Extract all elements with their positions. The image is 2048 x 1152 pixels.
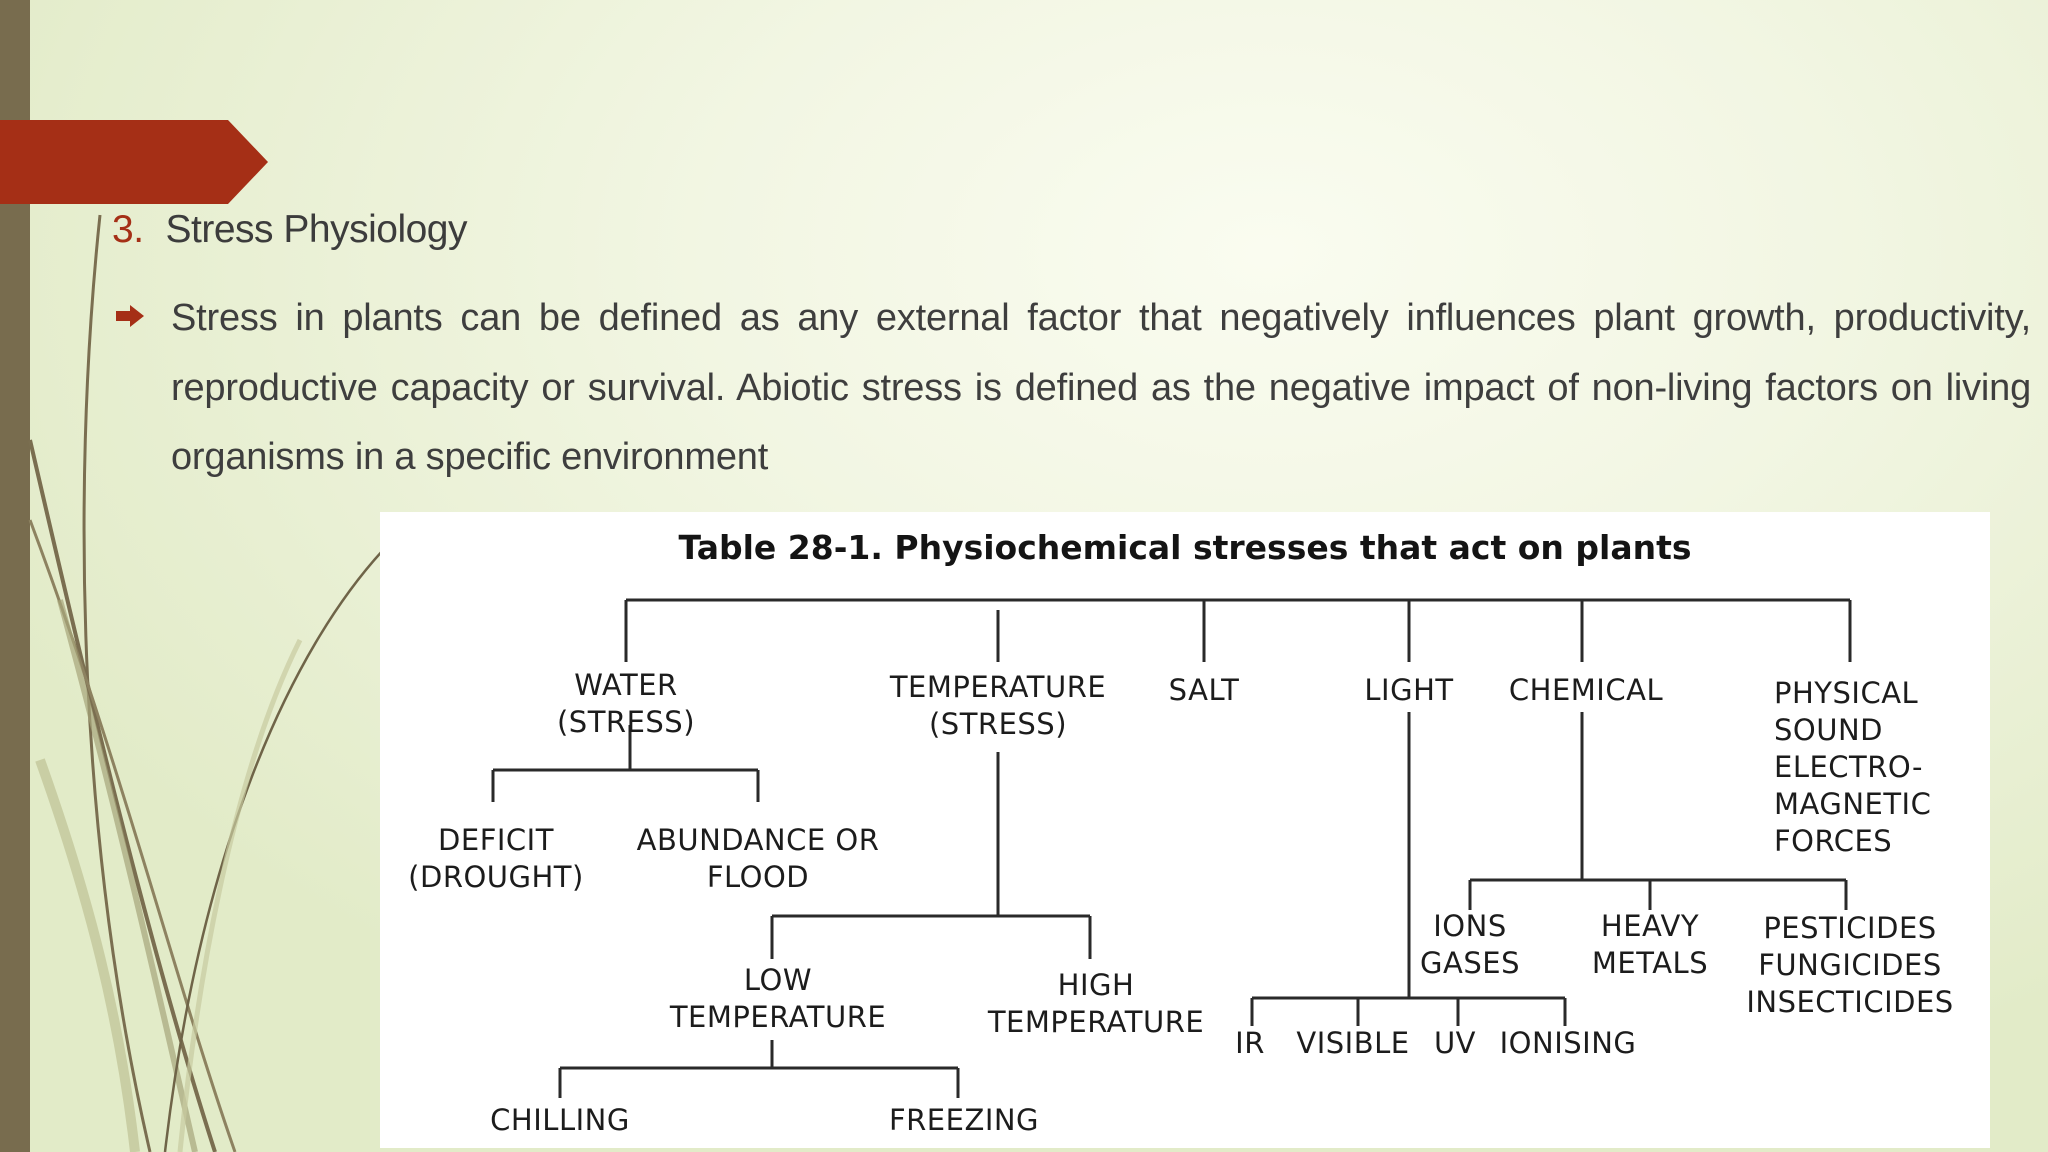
node-high-temperature: HIGH TEMPERATURE xyxy=(987,968,1205,1039)
node-deficit: DEFICIT (DROUGHT) xyxy=(408,823,584,894)
heading-text: Stress Physiology xyxy=(165,208,468,251)
node-heavy-metals: HEAVY METALS xyxy=(1591,909,1709,980)
node-chemical: CHEMICAL xyxy=(1508,673,1664,707)
arrow-bullet-icon xyxy=(116,305,144,327)
decorative-swooshes xyxy=(28,214,386,1152)
tree-connectors xyxy=(491,598,1852,1098)
accent-arrow-shape xyxy=(0,120,268,204)
node-temperature: TEMPERATURE (STRESS) xyxy=(889,670,1107,741)
node-ions-gases: IONS GASES xyxy=(1420,909,1520,980)
heading-number: 3. xyxy=(112,208,144,251)
node-light: LIGHT xyxy=(1364,673,1454,707)
node-water: WATER (STRESS) xyxy=(556,668,696,739)
node-ionising: IONISING xyxy=(1499,1026,1637,1060)
slide-heading: 3. Stress Physiology xyxy=(112,208,468,252)
node-chilling: CHILLING xyxy=(490,1103,630,1137)
stress-classification-figure: Table 28-1. Physiochemical stresses that… xyxy=(380,512,1990,1148)
node-uv: UV xyxy=(1433,1026,1477,1060)
figure-title: Table 28-1. Physiochemical stresses that… xyxy=(678,528,1692,567)
node-visible: VISIBLE xyxy=(1296,1026,1410,1060)
node-physical: PHYSICAL SOUND ELECTRO- MAGNETIC FORCES xyxy=(1774,676,1932,858)
bullet-text: Stress in plants can be defined as any e… xyxy=(171,297,2031,478)
node-ir: IR xyxy=(1235,1026,1265,1060)
node-freezing: FREEZING xyxy=(888,1103,1040,1137)
node-pesticides: PESTICIDES FUNGICIDES INSECTICIDES xyxy=(1746,911,1954,1019)
node-low-temperature: LOW TEMPERATURE xyxy=(669,963,887,1034)
node-abundance: ABUNDANCE OR FLOOD xyxy=(636,823,880,894)
node-salt: SALT xyxy=(1168,673,1240,707)
